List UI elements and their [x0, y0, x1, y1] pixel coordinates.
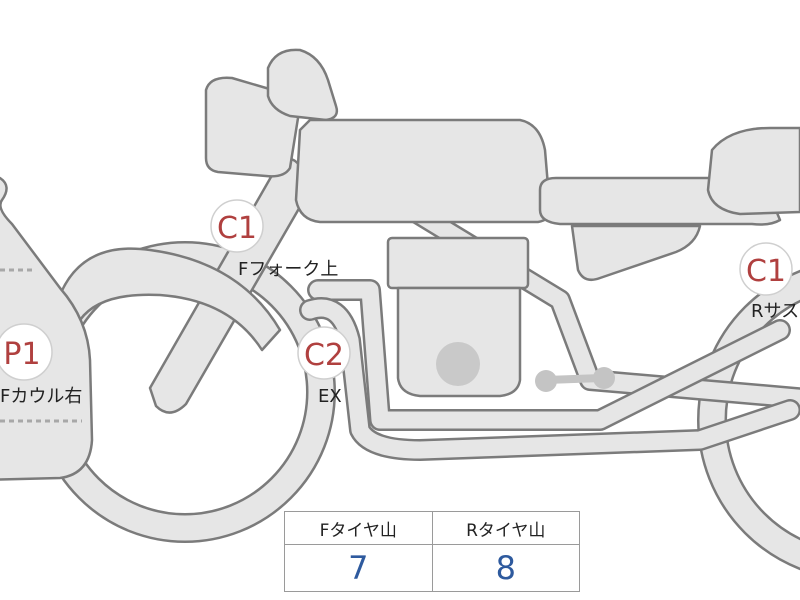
marker-c1-fork[interactable]: C1 Fフォーク上 — [210, 199, 338, 280]
marker-label: Fフォーク上 — [238, 259, 338, 280]
handlebar — [266, 48, 339, 122]
tail-cowl — [706, 126, 800, 216]
engine — [386, 236, 530, 398]
marker-code: C2 — [304, 338, 344, 373]
marker-c2-exhaust[interactable]: C2 EX — [297, 326, 351, 407]
rear-tire-header: Rタイヤ山 — [431, 511, 580, 545]
marker-code: C1 — [746, 254, 786, 289]
marker-code: C1 — [217, 211, 257, 246]
fuel-tank — [294, 118, 552, 224]
marker-code: P1 — [3, 337, 40, 372]
rear-tire-value[interactable]: 8 — [431, 544, 580, 592]
tire-tread-table: Fタイヤ山 Rタイヤ山 7 8 — [284, 511, 580, 592]
swingarm-pivot — [535, 367, 615, 392]
marker-p1-cowl[interactable]: P1 Fカウル右 — [0, 323, 82, 407]
front-fender — [56, 247, 282, 352]
marker-c1-rear-suspension[interactable]: C1 Rサス — [739, 242, 799, 322]
table-header-row: Fタイヤ山 Rタイヤ山 — [284, 511, 580, 545]
front-cowl — [0, 176, 94, 481]
marker-badge — [0, 323, 53, 381]
engine-cover — [436, 342, 480, 386]
marker-badge — [739, 242, 793, 296]
marker-badge — [210, 199, 264, 253]
rear-wheel — [697, 269, 800, 571]
marker-label: Rサス — [751, 301, 799, 322]
marker-label: EX — [318, 386, 342, 407]
front-tire-value[interactable]: 7 — [284, 544, 433, 592]
front-tire-header: Fタイヤ山 — [284, 511, 433, 545]
side-cover — [570, 224, 702, 281]
frame — [307, 149, 800, 431]
marker-label: Fカウル右 — [0, 386, 82, 407]
table-value-row: 7 8 — [284, 544, 580, 592]
exhaust-pipe — [299, 297, 800, 461]
marker-badge — [297, 326, 351, 380]
